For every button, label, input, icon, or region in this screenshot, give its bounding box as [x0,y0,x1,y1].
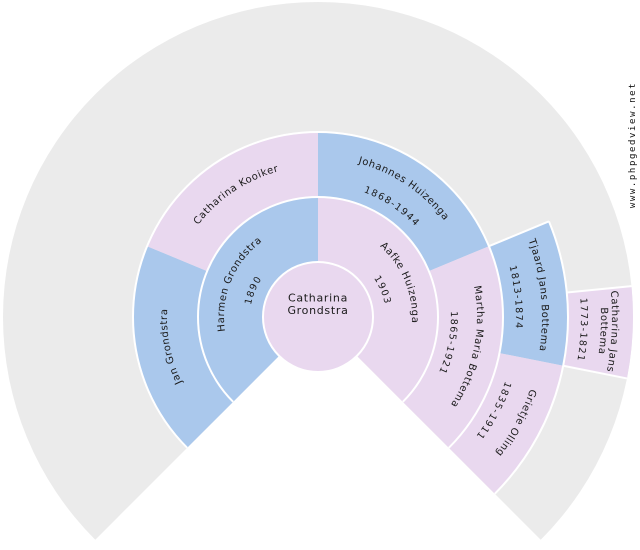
fan-segment-grietje-olling[interactable] [448,353,564,494]
fan-layer-segments [133,132,633,494]
fan-layer-separators [132,131,632,495]
fan-segment-catharina-kooiker[interactable] [147,132,318,272]
ring-separator [566,285,632,294]
ring-separator [132,131,504,449]
fan-segment-tjaard-jans-bottema[interactable] [488,221,569,366]
fan-segment-harmen-grondstra[interactable] [198,197,318,402]
ring-separator [494,220,569,495]
fan-segment-martha-maria-bottema[interactable] [402,246,503,448]
ring-separator [488,220,550,248]
person-name-catharina-jans-bottema: Bottema [596,307,609,355]
fan-center-catharina-grondstra[interactable] [262,261,374,373]
fan-segment-jan-grondstra[interactable] [133,246,234,448]
ring-separator [197,195,439,403]
fan-segment-catharina-jans-bottema[interactable] [563,286,633,379]
ring-separator [563,364,628,380]
fan-segment-aafke-huizenga[interactable] [318,197,438,402]
fan-segment-johannes-huizenga[interactable] [318,132,489,272]
watermark-url: www.phpgedview.net [628,81,638,209]
